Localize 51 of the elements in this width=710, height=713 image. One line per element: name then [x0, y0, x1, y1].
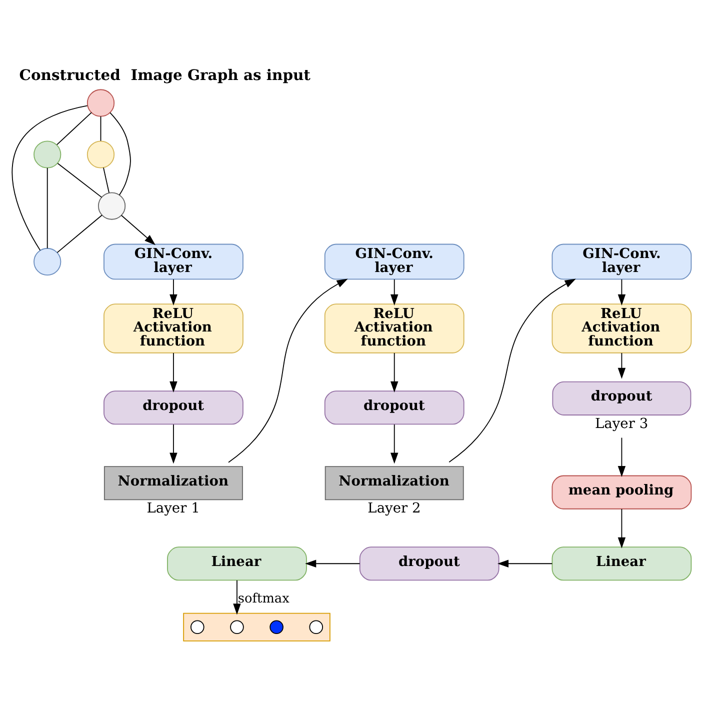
arrow: [618, 508, 626, 548]
node-label: Layer 1: [146, 500, 200, 516]
connector: [56, 214, 102, 253]
arrow: [170, 352, 178, 392]
node-label: Layer 3: [595, 415, 648, 432]
arrow: [120, 214, 156, 245]
node-circle: [270, 620, 284, 634]
connector: [46, 166, 48, 248]
connector: [103, 166, 110, 193]
connector: [100, 115, 102, 141]
node-box: mean pooling: [552, 474, 692, 509]
arrow: [170, 278, 178, 305]
node-circle: [86, 140, 115, 168]
arrow: [497, 559, 553, 567]
node-box: ReLU Activation function: [104, 303, 244, 353]
edge-label: softmax: [238, 590, 290, 606]
arrow: [170, 424, 178, 464]
node-circle: [230, 620, 244, 634]
node-circle: [190, 620, 204, 634]
cluster: [183, 612, 330, 641]
node-box: dropout: [359, 546, 500, 580]
connector: [57, 162, 102, 198]
node-box: ReLU Activation function: [552, 303, 692, 353]
arrow: [305, 559, 360, 567]
node-box: GIN-Conv. layer: [552, 243, 692, 280]
node-box: GIN-Conv. layer: [104, 243, 244, 280]
node-box: dropout: [324, 390, 464, 424]
node-box: Linear: [552, 546, 692, 580]
arrow: [390, 278, 398, 305]
arrow: [233, 579, 241, 614]
arrow: [618, 436, 626, 477]
arrow: [618, 278, 626, 305]
node-box: Linear: [167, 546, 307, 580]
arrow: [448, 278, 576, 462]
arrow: [618, 352, 626, 378]
node-circle: [34, 140, 62, 168]
node-circle: [34, 247, 62, 276]
arrow: [390, 424, 398, 464]
connector: [12, 104, 88, 250]
node-box: ReLU Activation function: [324, 303, 464, 353]
arrow: [390, 352, 398, 392]
node-box: GIN-Conv. layer: [324, 243, 464, 280]
node-circle: [309, 620, 324, 634]
node-label: Layer 2: [368, 500, 421, 516]
diagram-title: Constructed Image Graph as input: [19, 66, 310, 84]
node-circle: [86, 88, 115, 116]
connector: [110, 112, 131, 195]
arrow: [228, 278, 348, 462]
node-box: dropout: [104, 390, 244, 424]
connector: [56, 112, 92, 145]
node-circle: [98, 192, 126, 220]
